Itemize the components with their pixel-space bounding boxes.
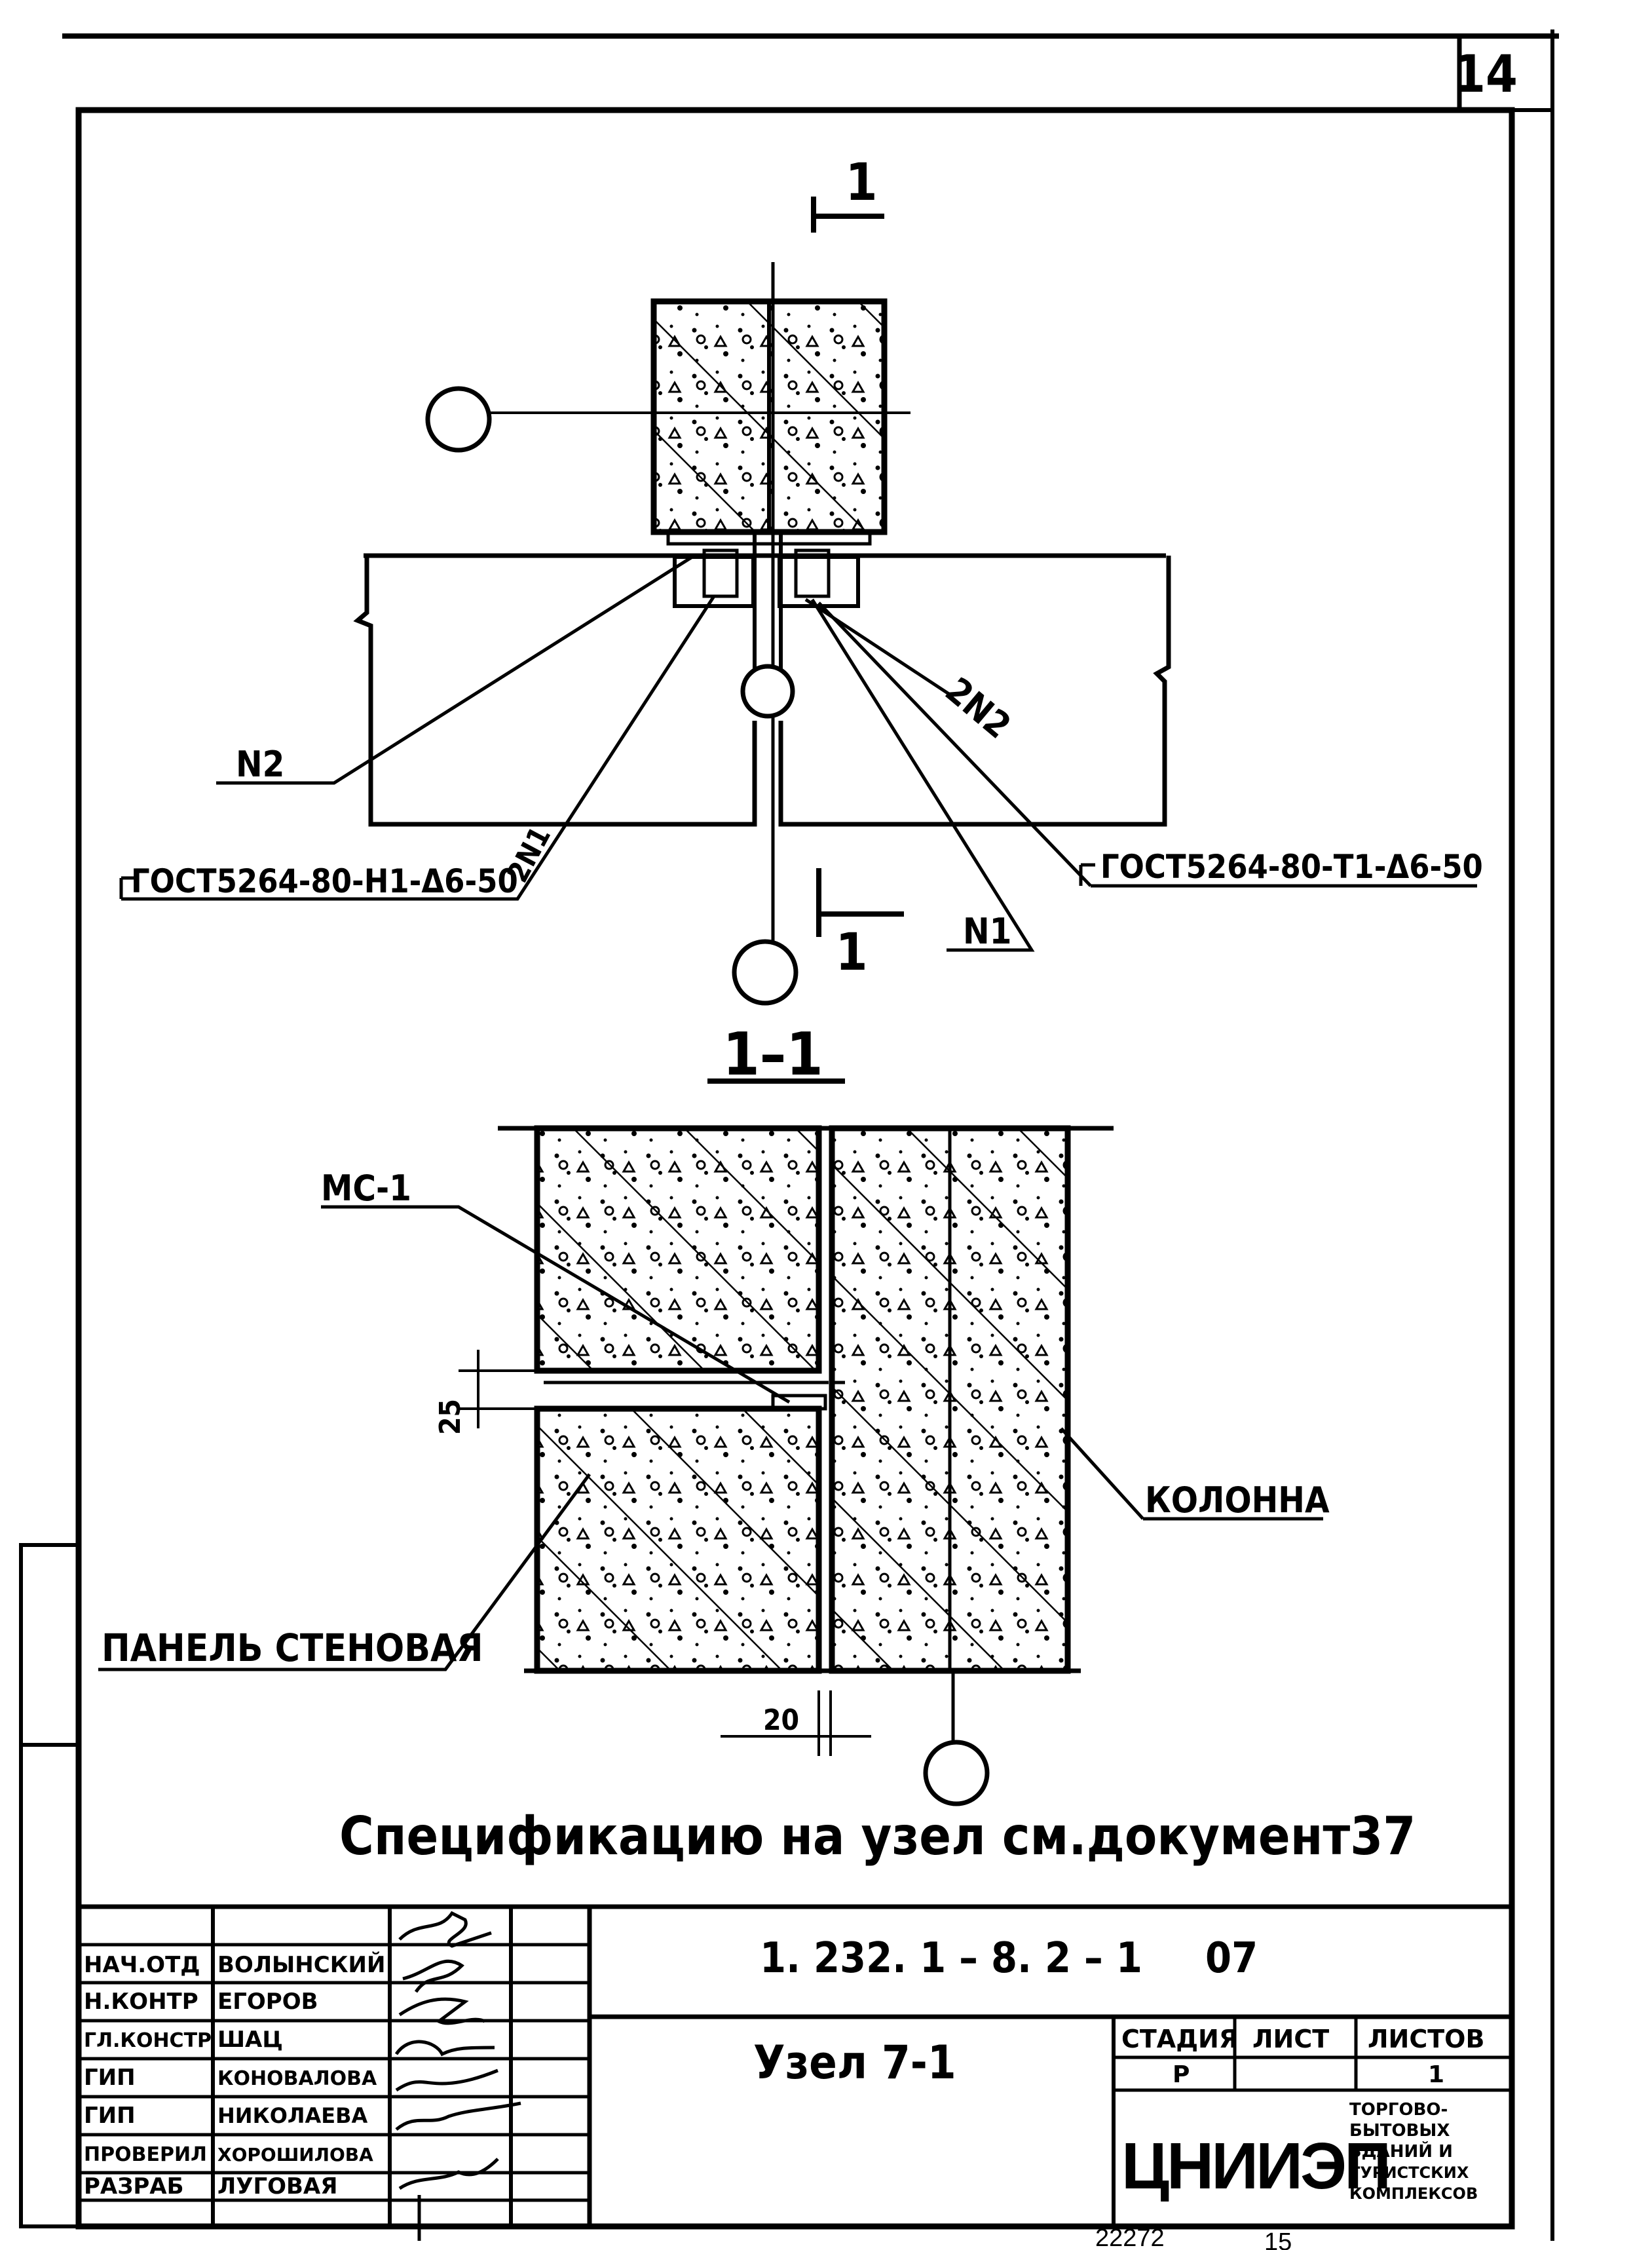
role-6: ПРОВЕРИЛ — [84, 2143, 207, 2166]
section-view: 1–1 25 20 МС-1 КОЛОННА ПАНЕЛЬ СТЕНОВАЯ — [98, 1020, 1330, 1806]
bottom-page-number: 15 — [1264, 2228, 1292, 2250]
sheet-header: ЛИСТ — [1252, 2025, 1329, 2053]
plan-view: 1 1 N2 2N2 2N1 ГОСТ5264-80-Н1-Δ6-50 N1 Г… — [119, 153, 1483, 1006]
role-4: ГИП — [84, 2065, 136, 2091]
name-7: ЛУГОВАЯ — [217, 2173, 337, 2200]
name-5: НИКОЛАЕВА — [217, 2103, 368, 2128]
sheet-frame — [19, 29, 1559, 2241]
section-title: 1–1 — [723, 1020, 823, 1089]
role-3: ГЛ.КОНСТР — [84, 2029, 212, 2052]
weld-left-label: ГОСТ5264-80-Н1-Δ6-50 — [131, 862, 518, 900]
section-mark-top: 1 — [846, 153, 878, 212]
name-6: ХОРОШИЛОВА — [217, 2144, 373, 2165]
org-line-2: БЫТОВЫХ — [1349, 2121, 1450, 2141]
role-1: НАЧ.ОТД — [84, 1952, 200, 1978]
dim-bottom: 20 — [763, 1704, 799, 1737]
sheets-header: ЛИСТОВ — [1368, 2025, 1484, 2053]
callout-n2: N2 — [236, 744, 284, 785]
stage-header: СТАДИЯ — [1121, 2025, 1238, 2053]
org-line-5: КОМПЛЕКСОВ — [1349, 2184, 1478, 2203]
organization-name: ЦНИИЭП — [1121, 2129, 1389, 2203]
title-block — [79, 1904, 1512, 2226]
dim-gap: 25 — [434, 1399, 467, 1435]
weld-right-label: ГОСТ5264-80-Т1-Δ6-50 — [1100, 848, 1483, 886]
document-number: 07 — [1205, 1934, 1258, 1983]
callout-n1: N1 — [963, 911, 1011, 952]
callout-column: КОЛОННА — [1145, 1479, 1330, 1521]
callout-mc: МС-1 — [321, 1168, 411, 1209]
axis-bubble-left — [425, 386, 492, 453]
drawing-name: Узел 7-1 — [753, 2036, 956, 2089]
role-2: Н.КОНТР — [84, 1989, 198, 2015]
axis-bubble-section — [923, 1740, 990, 1806]
specification-note: Спецификацию на узел см.документ37 — [339, 1806, 1416, 1867]
org-line-4: ТУРИСТСКИХ — [1349, 2164, 1469, 2182]
stage-value: Р — [1173, 2061, 1190, 2088]
archive-number: 22272 — [1095, 2224, 1165, 2250]
sheets-value: 1 — [1428, 2061, 1444, 2088]
name-4: КОНОВАЛОВА — [217, 2067, 377, 2090]
role-7: РАЗРАБ — [84, 2173, 184, 2200]
name-3: ШАЦ — [217, 2027, 283, 2053]
axis-bubble-bottom — [732, 939, 798, 1006]
page-number: 14 — [1454, 45, 1518, 104]
signature-table: НАЧ.ОТД ВОЛЫНСКИЙ Н.КОНТР ЕГОРОВ ГЛ.КОНС… — [84, 1951, 385, 2200]
callout-2n2: 2N2 — [938, 670, 1019, 747]
role-5: ГИП — [84, 2103, 136, 2129]
name-1: ВОЛЫНСКИЙ — [217, 1951, 385, 1978]
org-line-3: ЗДАНИЙ И — [1349, 2141, 1453, 2162]
org-line-1: ТОРГОВО- — [1349, 2100, 1448, 2120]
signatures — [394, 1911, 521, 2241]
section-mark-bottom: 1 — [836, 923, 868, 982]
document-code: 1. 232. 1 – 8. 2 – 1 — [760, 1934, 1142, 1983]
callout-panel: ПАНЕЛЬ СТЕНОВАЯ — [102, 1626, 483, 1670]
name-2: ЕГОРОВ — [217, 1989, 318, 2015]
